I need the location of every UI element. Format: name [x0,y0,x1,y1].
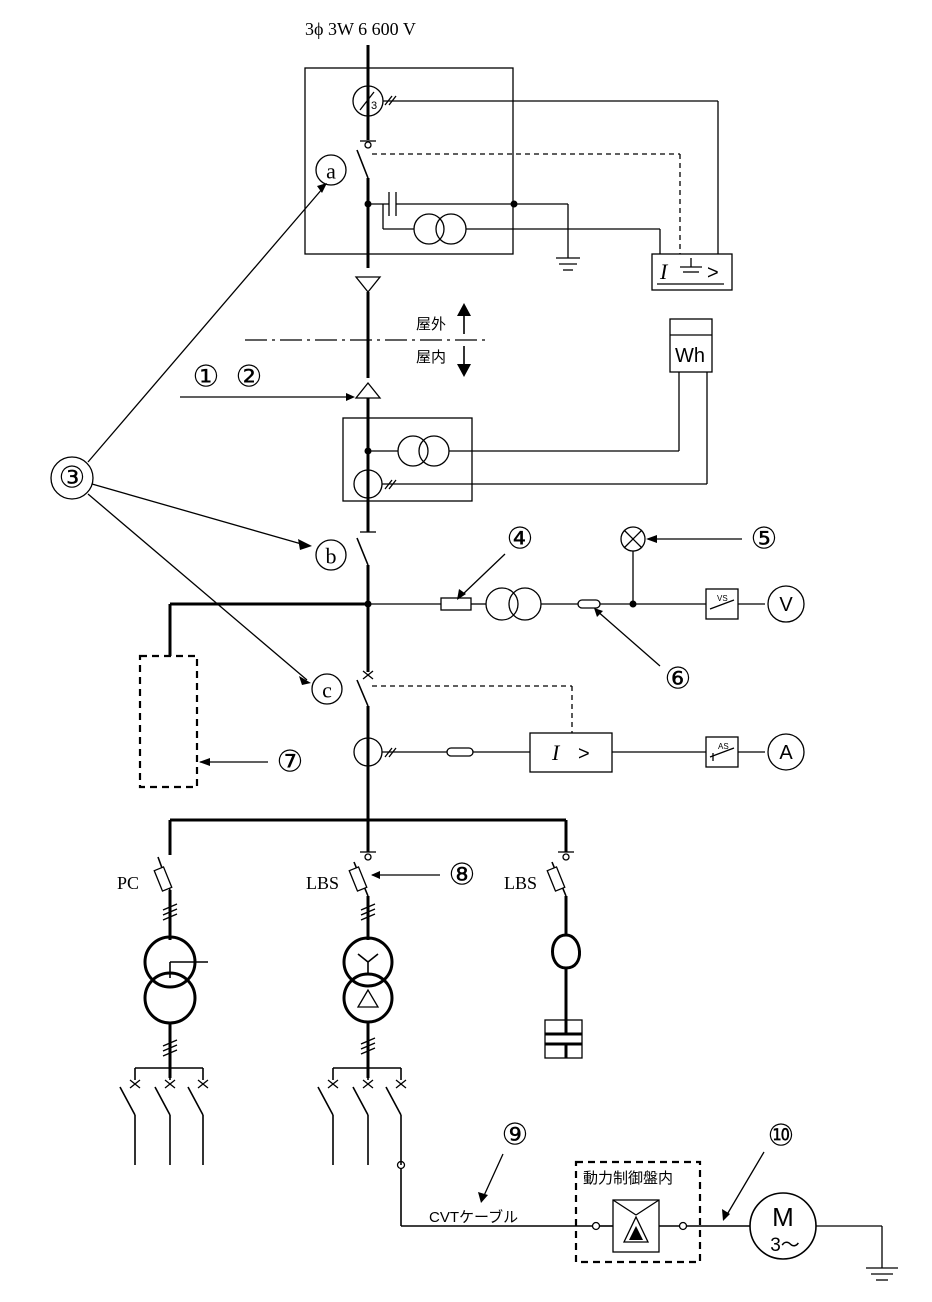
motor-control-panel [574,1160,702,1264]
svg-text:a: a [326,159,336,184]
svg-text:⑦: ⑦ [277,745,304,780]
cable-head-lower [354,381,382,399]
vt-symbol [413,213,445,245]
callout-7: ⑦ [199,745,303,780]
callout-6: ⑥ [594,608,691,697]
indicator-lamp [620,526,646,552]
svg-text:VS: VS [717,594,728,603]
svg-text:AS: AS [718,742,729,751]
voltmeter [767,585,805,623]
svg-text:③: ③ [59,461,86,496]
svg-text:Wh: Wh [675,345,705,367]
svg-text:動力制御盤内: 動力制御盤内 [583,1170,673,1187]
svg-text:>: > [578,743,590,765]
feeder-2-breakers [317,1068,407,1165]
switch-b-blade [356,537,369,566]
svg-text:I: I [659,259,669,284]
future-equipment-dashed [138,654,199,789]
callout-4: ④ [457,522,534,600]
svg-text:⑥: ⑥ [665,662,692,697]
label-outdoor: 屋外 [416,316,446,333]
pc-fuse [153,866,173,892]
metering-vt [397,435,429,467]
svg-text:①: ① [193,360,220,395]
device-b-marker [315,539,347,571]
capacitor-box [544,1019,583,1059]
transformer-2-primary [342,936,394,988]
svg-text:LBS: LBS [504,873,537,893]
ct-three-label: 3 [371,100,377,112]
svg-text:④: ④ [507,522,534,557]
callout-9: ⑨ [478,1118,529,1203]
device-c-marker [311,673,343,705]
switch-a-blade [356,149,369,179]
lbs-2-fuse [546,866,566,892]
callout-3: ③ [50,183,327,685]
lbs-1-fuse [348,866,368,892]
svg-text:I: I [551,740,561,765]
wattmeter-box [669,318,713,373]
svg-text:>: > [707,262,719,284]
vt-metering [485,587,519,621]
callout-8: ⑧ [449,858,476,893]
svg-text:LBS: LBS [306,873,339,893]
ammeter [767,733,805,771]
svg-text:c: c [322,678,332,703]
device-a-marker [315,154,347,186]
svg-text:3〜: 3〜 [770,1235,800,1256]
svg-text:A: A [779,742,793,764]
svg-text:⑩: ⑩ [768,1119,795,1154]
svg-text:V: V [779,594,793,616]
label-indoor: 屋内 [416,349,446,366]
svg-text:M: M [772,1202,794,1232]
switch-c-blade [356,679,369,707]
callout-5: ⑤ [646,522,777,557]
callout-10: ⑩ [722,1119,795,1221]
svg-text:⑤: ⑤ [751,522,778,557]
svg-text:PC: PC [117,873,139,893]
overcurrent-relay-box [529,732,613,773]
cable-label: CVTケーブル [429,1208,518,1226]
cable-head-upper [354,276,382,294]
pas-enclosure [304,67,514,255]
svg-text:②: ② [236,360,263,395]
metering-enclosure [342,417,473,502]
svg-text:⑧: ⑧ [449,858,476,893]
svg-text:b: b [326,544,337,569]
feeder-1-breakers [119,1068,209,1165]
series-reactor [551,933,567,970]
svg-text:⑨: ⑨ [502,1118,529,1153]
supply-label: 3ϕ 3W 6 600 V [305,19,416,39]
pf-fuse [440,597,472,611]
